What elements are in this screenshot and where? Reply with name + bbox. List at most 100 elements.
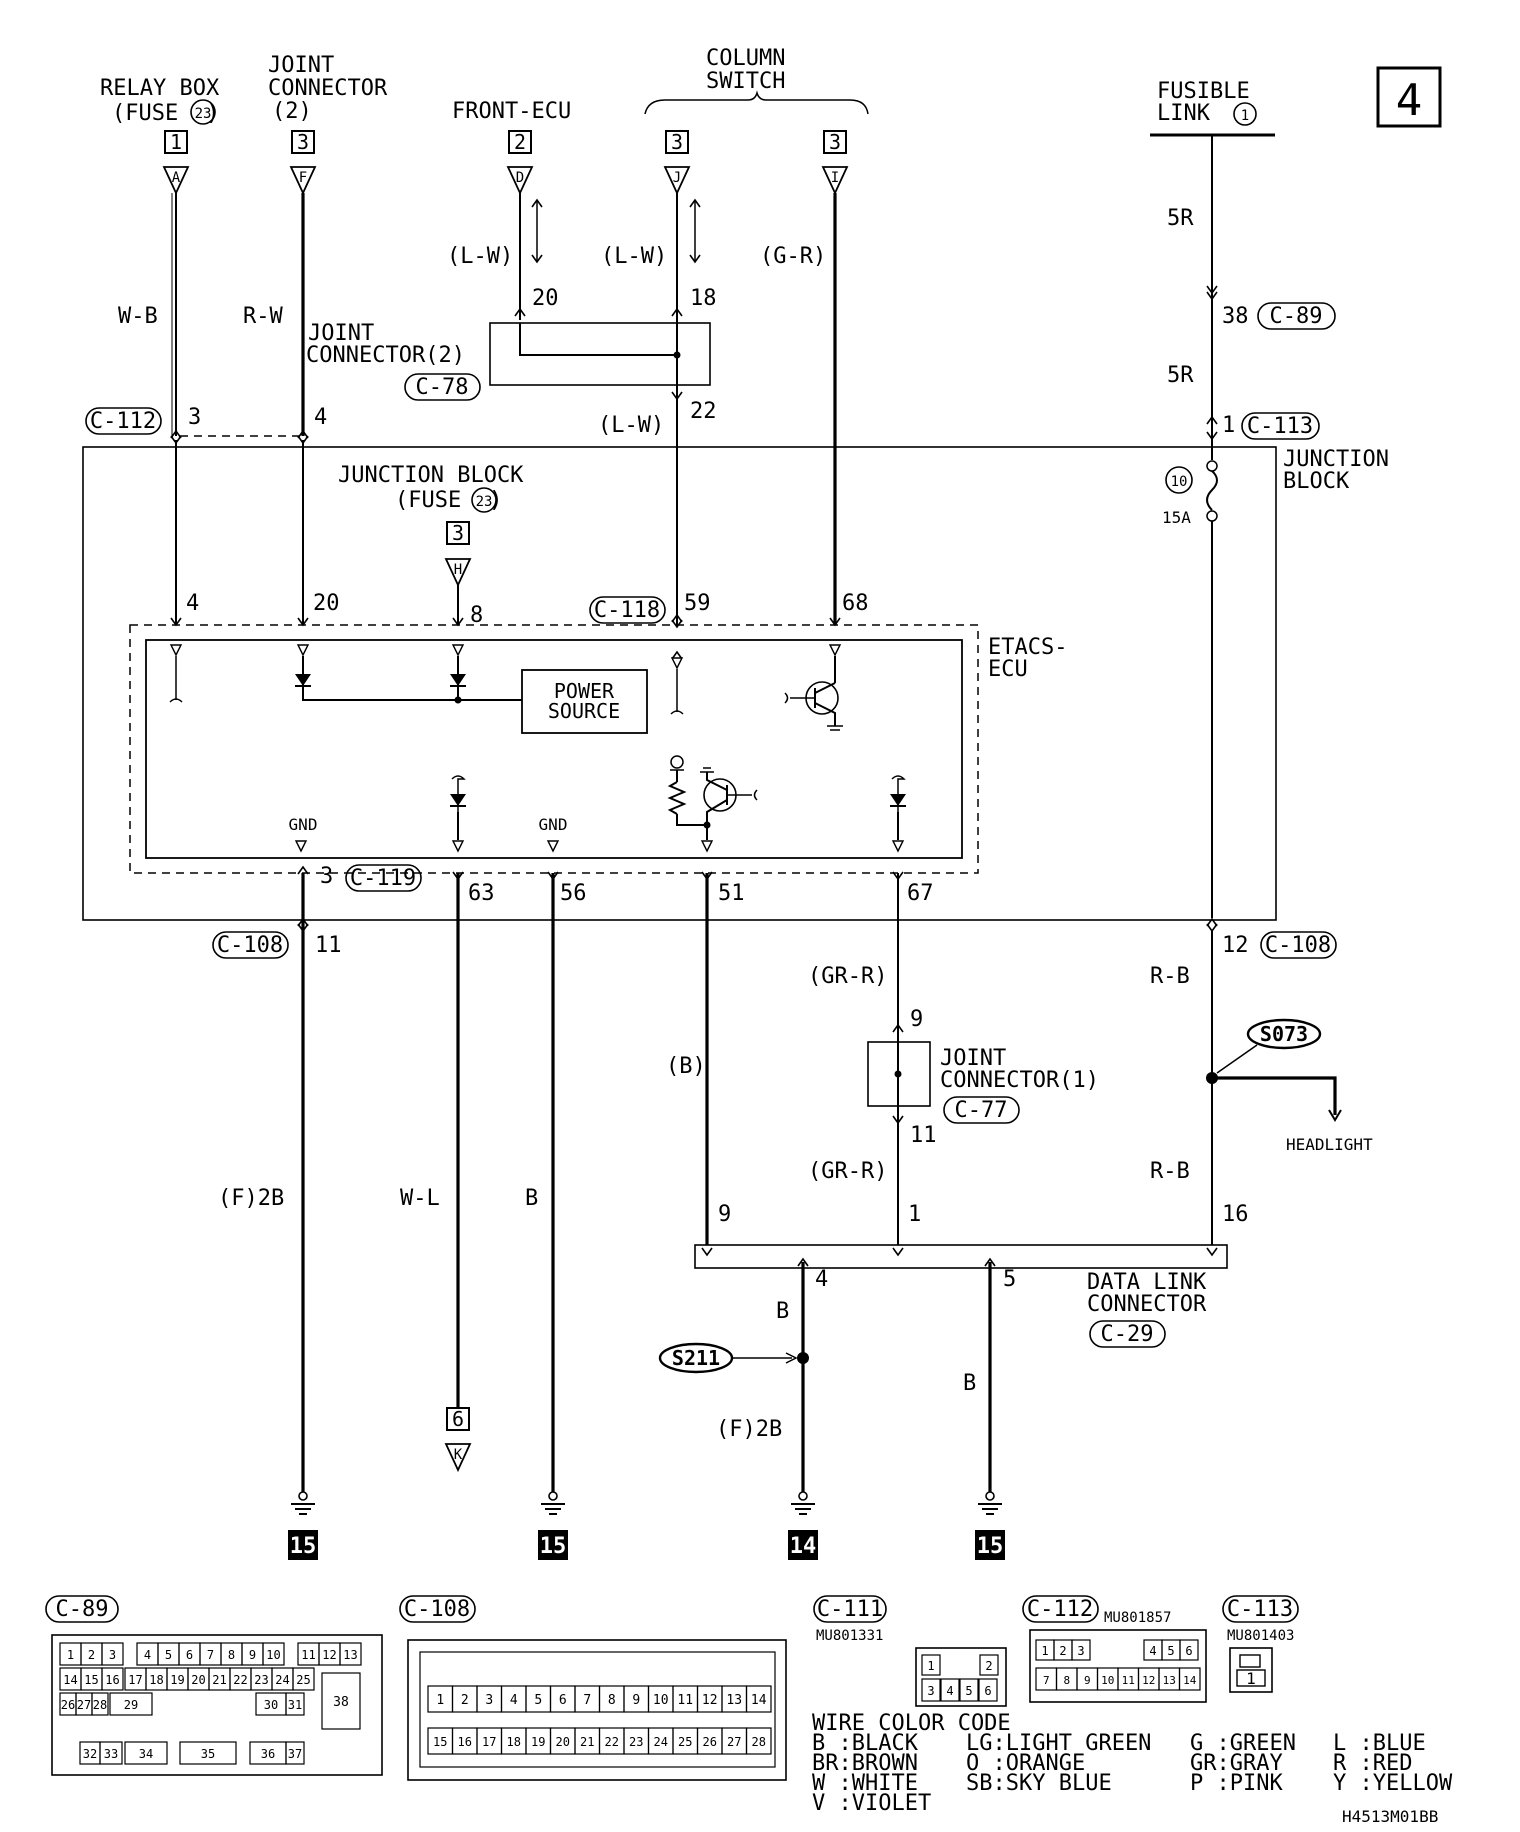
cv-c112-pin-12-label: 12 (1142, 1674, 1155, 1687)
wire-label-f2b-2: (F)2B (716, 1417, 782, 1442)
wire-label-gr-r-1: (GR-R) (808, 964, 887, 989)
page6-box (446, 1407, 470, 1431)
ground-num-2: 15 (540, 1534, 567, 1559)
cv-c111-pin-1-label: 1 (927, 1659, 934, 1673)
wcc-col3: G :GREEN GR:GRAY P :PINK (1190, 1731, 1296, 1796)
cv-c112 (1029, 1629, 1207, 1703)
svg-text:V :VIOLET: V :VIOLET (812, 1791, 931, 1816)
cv-c89-pin-9-label: 9 (249, 1648, 256, 1662)
cv-c108-pin-12-label: 12 (702, 1693, 718, 1708)
jc2-block (489, 322, 711, 386)
splice-s211-label: S211 (672, 1346, 720, 1370)
conn-c113: C-113 (1247, 414, 1313, 439)
etacs-outer (129, 624, 979, 874)
power-source-line1: POWER (554, 679, 615, 703)
cv-c89-pin-6-label: 6 (186, 1648, 193, 1662)
cv-c89-pin-13-cell (339, 1642, 362, 1666)
cv-c89-pin-38-cell (321, 1672, 361, 1730)
cv-c89-pin-2-label: 2 (88, 1648, 95, 1662)
wire-label-b-2: B (776, 1299, 789, 1324)
cv-c108-pin-1-label: 1 (436, 1693, 444, 1708)
cv-c89-pin-4-label: 4 (144, 1648, 151, 1662)
jb-page: 3 (452, 521, 464, 545)
fusible-link-line1: FUSIBLE (1157, 79, 1250, 104)
cv-c112-pin-7-label: 7 (1043, 1674, 1050, 1687)
relay-box-letter: A (172, 170, 181, 186)
pin-56: 56 (560, 881, 587, 906)
conn-c112-rect (85, 407, 162, 435)
pin-3b: 3 (320, 864, 333, 889)
cv-c108-pin-17-label: 17 (482, 1735, 496, 1749)
wire-label-5r-1: 5R (1167, 206, 1194, 231)
cv-c111-pin-3-cell (921, 1678, 941, 1702)
pin-8: 8 (470, 603, 483, 628)
cv-c108-pin-25-label: 25 (678, 1735, 692, 1749)
cv-c89-pin-25-label: 25 (296, 1673, 310, 1687)
cv-c108-pin-23-label: 23 (629, 1735, 643, 1749)
fuse-amp: 15A (1162, 508, 1191, 527)
front-ecu-page-box (508, 130, 532, 154)
fusible-link-number: 1 (1241, 108, 1249, 124)
front-ecu-page: 2 (514, 130, 526, 154)
wire-label-l-w-2: (L-W) (601, 244, 667, 269)
wire-label-b-1: B (525, 1186, 538, 1211)
jc2-top-letter: F (299, 170, 307, 186)
cv-c89-pin-27-label: 27 (77, 1698, 91, 1712)
pin-9a: 9 (910, 1007, 923, 1032)
cv-c89-pin-25-cell (292, 1667, 315, 1691)
conn-c113-rect (1241, 412, 1320, 440)
svg-text:GR:GRAY: GR:GRAY (1190, 1751, 1283, 1776)
ground-badge-4 (975, 1530, 1005, 1560)
pin-11a: 11 (315, 933, 342, 958)
cv-c89-pin-13-label: 13 (343, 1648, 357, 1662)
ground-num-1: 15 (290, 1534, 317, 1559)
column-switch-page-j-box (665, 130, 689, 154)
conn-c118: C-118 (594, 598, 660, 623)
svg-text:LG:LIGHT GREEN: LG:LIGHT GREEN (966, 1731, 1151, 1756)
jc1-line2: CONNECTOR(1) (940, 1068, 1099, 1093)
wire-label-gr-r-2: (GR-R) (808, 1159, 887, 1184)
cv-c108-pin-4-label: 4 (510, 1693, 518, 1708)
pin-67: 67 (907, 881, 934, 906)
svg-text:SB:SKY BLUE: SB:SKY BLUE (966, 1771, 1112, 1796)
cv-c111-pin-5-label: 5 (965, 1684, 972, 1698)
cv-c89-pin-22-label: 22 (233, 1673, 247, 1687)
cv-c89-pin-35-cell (179, 1741, 237, 1765)
fuse-10-circle (1165, 466, 1193, 494)
conn-c118-rect (589, 596, 666, 624)
column-switch-page-i-box (823, 130, 847, 154)
cv-c89-pin-14-label: 14 (63, 1673, 77, 1687)
cv-c89-pin-34-cell (124, 1741, 168, 1765)
conn-c77-rect (943, 1096, 1020, 1124)
wire-label-g-r: (G-R) (760, 244, 826, 269)
cv-c108-pin-26-label: 26 (703, 1735, 717, 1749)
relay-box-fuse-circle (190, 99, 216, 125)
cv-c89-pin-36-label: 36 (261, 1747, 275, 1761)
cv-c89-pin-31-label: 31 (288, 1698, 302, 1712)
cv-c108-pin-22-label: 22 (605, 1735, 619, 1749)
cv-c108-pin-8-label: 8 (608, 1693, 616, 1708)
jb-page-box (446, 521, 470, 545)
cv-c89-pin-38-label: 38 (333, 1695, 349, 1710)
relay-box-page: 1 (170, 130, 182, 154)
conn-c77: C-77 (955, 1098, 1008, 1123)
cv-c89-pin-12-label: 12 (322, 1648, 336, 1662)
cv-c89-pin-1-label: 1 (67, 1648, 74, 1662)
cv-c89-pin-3-cell (101, 1642, 124, 1666)
jc2-top-line2: CONNECTOR (268, 76, 388, 101)
svg-text:Y :YELLOW: Y :YELLOW (1333, 1771, 1453, 1796)
column-switch-letter-i: I (831, 170, 839, 186)
cv-c112-pin-10-label: 10 (1101, 1674, 1114, 1687)
cv-c89-pin-37-label: 37 (288, 1747, 302, 1761)
cv-c113 (1229, 1647, 1273, 1693)
fusible-link-line2: LINK (1157, 101, 1211, 126)
conn-c112: C-112 (90, 409, 156, 434)
cv-c89-pin-34-label: 34 (139, 1747, 153, 1761)
pin-16: 16 (1222, 1202, 1249, 1227)
cv-c89-pin-29-cell (109, 1692, 153, 1716)
cv-c108-pin-2-label: 2 (461, 1693, 469, 1708)
cv-c111-pin-2-cell (979, 1654, 999, 1676)
cv-c108-pin-20-label: 20 (556, 1735, 570, 1749)
